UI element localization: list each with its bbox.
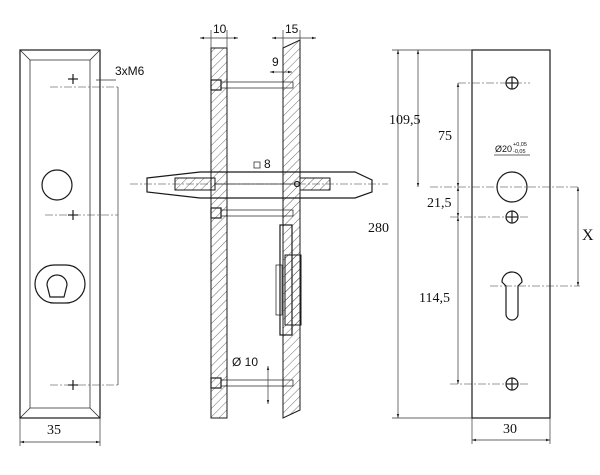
dim-top-left: 10 — [213, 22, 227, 36]
right-width-label: 30 — [503, 422, 517, 437]
right-cylinder-cutout — [490, 271, 580, 321]
dim-square: 8 — [264, 157, 271, 171]
side-view: 10 15 9 8 — [130, 22, 388, 419]
right-screw-middle — [450, 210, 530, 224]
dim-1145: 114,5 — [419, 291, 450, 306]
front-screw-middle — [45, 210, 118, 220]
front-plate-outer — [19, 49, 101, 419]
side-handle-lever: 8 — [130, 157, 388, 199]
screws-label: 3xM6 — [115, 64, 145, 78]
side-screw-middle — [210, 207, 294, 219]
front-handle-hole — [41, 169, 73, 201]
front-plate-inner — [29, 59, 91, 409]
dim-diameter: Ø 10 — [232, 355, 258, 369]
dim-top-right: 15 — [285, 22, 299, 36]
front-screw-bottom — [50, 380, 118, 390]
front-screw-top — [50, 74, 118, 88]
dim-total: 280 — [368, 221, 389, 236]
side-lock-cylinder — [275, 224, 302, 336]
side-screw-top: 9 — [210, 55, 294, 91]
right-plate — [471, 49, 551, 419]
right-handle-hole: Ø20 +0,05 -0,05 — [430, 142, 580, 203]
front-view: 3xM6 35 — [19, 49, 145, 446]
dim-215: 21,5 — [427, 196, 452, 211]
right-screw-top — [458, 76, 530, 90]
dim-x: X — [582, 227, 594, 244]
dim-upper: 109,5 — [389, 113, 421, 128]
tol-minus: -0,05 — [513, 149, 526, 155]
front-cylinder-rosette — [34, 264, 86, 304]
tol-plus: +0,05 — [513, 142, 527, 148]
side-door-panel — [210, 47, 228, 419]
dim-hole: Ø20 — [495, 144, 512, 154]
side-screw-bottom: Ø 10 — [210, 355, 294, 404]
front-width-label: 35 — [47, 423, 61, 438]
right-view: 280 109,5 75 Ø20 +0,05 -0,05 21,5 — [368, 49, 594, 444]
dim-screw: 9 — [272, 55, 279, 69]
dim-75: 75 — [438, 129, 452, 144]
right-screw-bottom — [450, 377, 530, 391]
